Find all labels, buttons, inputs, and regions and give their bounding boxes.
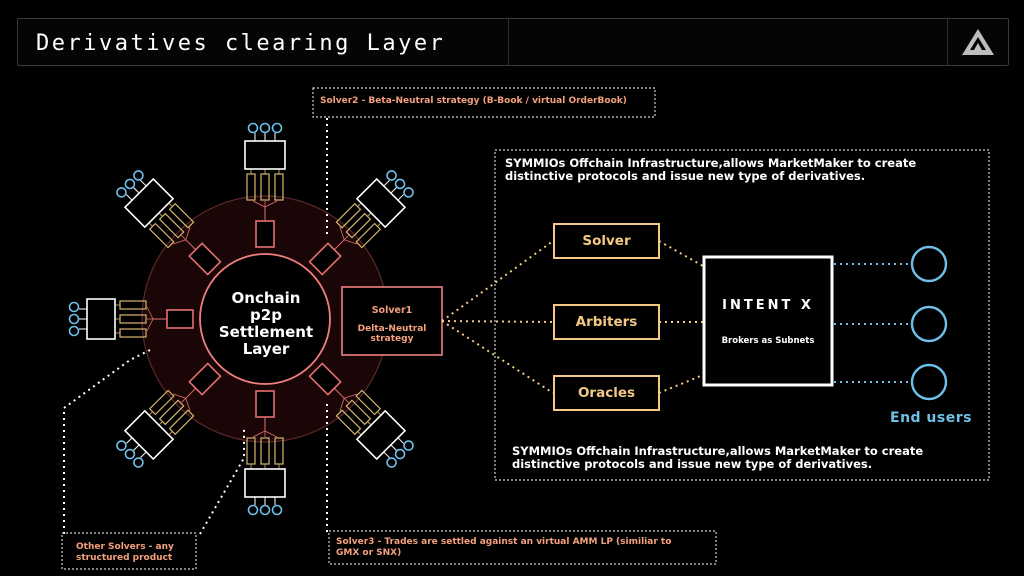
intentx-subtitle: Brokers as Subnets [721, 336, 815, 346]
solver1-to-oracles-line [441, 320, 554, 394]
solver1-box [341, 286, 443, 356]
delta-triangle-logo-icon [962, 29, 994, 55]
solver3-note-line-2: GMX or SNX) [336, 548, 402, 558]
center-line-4: Layer [242, 340, 290, 358]
page-title: Derivatives clearing Layer [36, 31, 446, 56]
arbiters-node-label: Arbiters [575, 314, 638, 330]
settlement-layer-label: Onchain p2p Settlement Layer [208, 290, 324, 358]
arbiters-node-box [553, 304, 660, 340]
solver1-subtitle-2: strategy [370, 334, 414, 344]
end-users-label: End users [890, 410, 972, 426]
solver1-to-solver-line [441, 240, 554, 322]
solver-node-box [553, 223, 660, 259]
end-user-2 [910, 305, 948, 343]
center-line-2: p2p [250, 306, 282, 324]
infra-bottom-line-2: distinctive protocols and issue new type… [512, 457, 873, 471]
oracles-node-label: Oracles [577, 385, 636, 401]
infra-top-line-1: SYMMIOs Offchain Infrastructure,allows M… [505, 156, 917, 170]
solver2-note-box [312, 87, 656, 118]
end-user-3 [910, 363, 948, 401]
solver3-note-box [328, 530, 717, 565]
solver1-to-arbiters-line [441, 320, 554, 323]
solver1-title: Solver1 [371, 305, 413, 316]
other-solvers-line-1: Other Solvers - any [76, 542, 174, 552]
infra-bottom-text: SYMMIOs Offchain Infrastructure,allows M… [512, 445, 923, 471]
oracles-to-intent-line [658, 374, 704, 394]
end-user-1 [910, 245, 948, 283]
other-solvers-line-2: structured product [76, 553, 173, 563]
intentx-logo: INTENT X [722, 298, 814, 313]
solver-to-intent-line [658, 240, 704, 267]
settlement-inner-circle [199, 253, 331, 385]
solver3-note: Solver3 - Trades are settled against an … [336, 537, 671, 559]
header-bar: Derivatives clearing Layer [17, 18, 1009, 66]
other-solvers-connector-a [199, 428, 245, 535]
solver-node-label: Solver [582, 233, 631, 249]
intentx-box [702, 255, 834, 387]
infra-bottom-line-1: SYMMIOs Offchain Infrastructure,allows M… [512, 444, 924, 458]
other-solvers-note-box [61, 532, 197, 570]
solver2-note: Solver2 - Beta-Neutral strategy (B-Book … [320, 96, 627, 106]
center-line-1: Onchain [231, 289, 301, 307]
solver1-label: Solver1 Delta-Neutral strategy [342, 305, 442, 345]
solver3-note-line-1: Solver3 - Trades are settled against an … [336, 537, 672, 547]
infra-top-text: SYMMIOs Offchain Infrastructure,allows M… [505, 157, 916, 183]
header-logo-cell [947, 19, 1008, 65]
infra-top-line-2: distinctive protocols and issue new type… [505, 169, 866, 183]
other-solvers-note: Other Solvers - any structured product [76, 542, 174, 564]
header-divider [508, 19, 509, 65]
center-line-3: Settlement [218, 323, 314, 341]
solver1-subtitle-1: Delta-Neutral [357, 324, 427, 334]
